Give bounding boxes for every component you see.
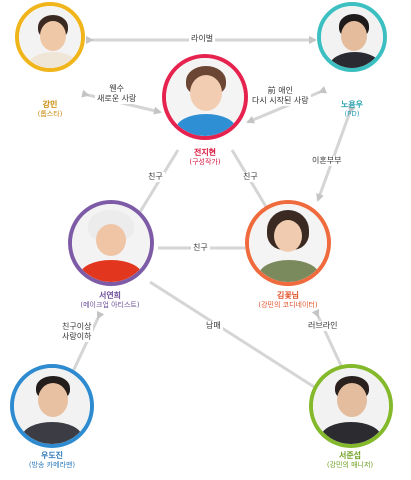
name-jeonjihyeon: 전지현 (193, 148, 217, 157)
name-gangmin: 강민 (42, 100, 58, 109)
avatar-gangmin (15, 2, 85, 72)
role-gimkkotnim: (강민의 코디네이터) (258, 301, 318, 309)
name-wudojin: 우도진 (40, 451, 64, 460)
edge-label-ex: 前 애인 다시 시작된 사랑 (250, 86, 311, 106)
name-seojunseop: 서준섭 (338, 451, 362, 460)
edge-label-grudge-line2: 새로운 사랑 (97, 94, 137, 103)
avatar-seoyeonhui (68, 200, 154, 286)
avatar-seojunseop (309, 364, 393, 448)
edge-yeonhui-junseop (149, 280, 323, 394)
edge-label-friend-mid: 친구 (191, 243, 210, 253)
edge-label-grudge-line1: 웬수 (109, 84, 125, 93)
role-seojunseop: (강민의 매니저) (326, 461, 374, 469)
edge-label-beyond-friend-line2: 사랑이하 (62, 332, 92, 341)
edge-label-ex-line1: 前 애인 (267, 86, 293, 95)
edge-label-siblings: 남매 (204, 321, 223, 331)
role-wudojin: (방송 카메라맨) (28, 461, 76, 469)
avatar-wudojin (10, 364, 94, 448)
role-seoyeonhui: (메이크업 아티스트) (80, 301, 140, 309)
avatar-jeonjihyeon (162, 54, 248, 140)
role-nohyongwu: (PD) (344, 110, 360, 118)
role-gangmin: (톱스타) (37, 110, 63, 118)
edge-label-rival: 라이벌 (189, 34, 216, 44)
edge-label-ex-line2: 다시 시작된 사랑 (252, 96, 309, 105)
edge-label-divorced: 이혼부부 (310, 156, 344, 166)
edge-label-loveline: 러브라인 (306, 321, 340, 331)
edge-label-beyond-friend-line1: 친구이상 (62, 322, 92, 331)
avatar-nohyongwu (317, 2, 387, 72)
edge-label-grudge: 웬수 새로운 사랑 (95, 84, 139, 104)
avatar-gimkkotnim (245, 200, 331, 286)
edge-label-friend-left: 친구 (146, 172, 165, 182)
edge-label-friend-right: 친구 (241, 172, 260, 182)
role-jeonjihyeon: (구성작가) (189, 158, 221, 166)
name-gimkkotnim: 김꽃님 (276, 291, 300, 300)
name-nohyongwu: 노용우 (340, 100, 364, 109)
name-seoyeonhui: 서연희 (98, 291, 122, 300)
edge-label-beyond-friend: 친구이상 사랑이하 (60, 322, 94, 342)
